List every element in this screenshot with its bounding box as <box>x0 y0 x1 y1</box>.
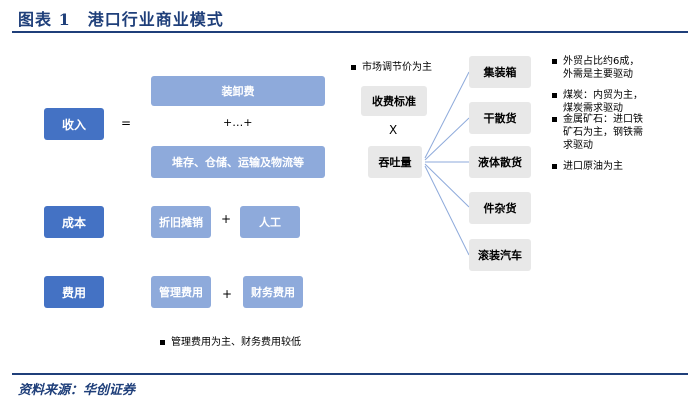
crude-oil-note: 进口原油为主 <box>552 160 623 173</box>
depreciation-box: 折旧摊销 <box>151 206 211 238</box>
figure-title: 图表 1 港口行业商业模式 <box>18 10 224 29</box>
cargo-ro-ro-box: 滚装汽车 <box>469 239 531 271</box>
connector-ro-ro <box>424 165 470 256</box>
handling-fee-box: 装卸费 <box>151 76 325 106</box>
market-price-note: 市场调节价为主 <box>351 61 432 74</box>
management-fee-box: 管理费用 <box>151 276 211 308</box>
expense-note: 管理费用为主、财务费用较低 <box>160 336 301 349</box>
plus-ellipsis: +…+ <box>223 116 253 129</box>
bullet-square-icon <box>351 65 356 70</box>
connector-dry-bulk <box>424 117 470 161</box>
cost-label: 成本 <box>44 206 104 238</box>
bullet-square-icon <box>160 340 165 345</box>
cargo-breakbulk-box: 件杂货 <box>469 192 531 224</box>
bullet-square-icon <box>552 164 557 169</box>
cargo-dry-bulk-box: 干散货 <box>469 102 531 134</box>
metal-ore-note: 金属矿石：进口铁 矿石为主，钢铁需 求驱动 <box>552 113 643 152</box>
throughput-box: 吞吐量 <box>368 146 422 178</box>
connector-containers <box>424 71 470 159</box>
fee-standard-box: 收费标准 <box>361 86 427 116</box>
finance-fee-box: 财务费用 <box>243 276 303 308</box>
bottom-rule <box>12 373 688 375</box>
expense-plus-sign: + <box>222 287 233 301</box>
bullet-square-icon <box>552 59 557 64</box>
coal-note: 煤炭：内贸为主， 煤炭需求驱动 <box>552 89 643 115</box>
revenue-label: 收入 <box>44 108 104 140</box>
equals-sign: = <box>121 116 132 130</box>
expense-label: 费用 <box>44 276 104 308</box>
containers-note: 外贸占比约6成， 外需是主要驱动 <box>552 55 639 81</box>
cargo-containers-box: 集装箱 <box>469 56 531 88</box>
bullet-square-icon <box>552 93 557 98</box>
source-note: 资料来源：华创证券 <box>18 383 136 398</box>
times-sign: X <box>389 123 398 137</box>
connector-breakbulk <box>424 163 470 208</box>
bullet-square-icon <box>552 117 557 122</box>
top-rule <box>12 31 688 33</box>
storage-logistics-box: 堆存、仓储、运输及物流等 <box>151 146 325 178</box>
cargo-liquid-bulk-box: 液体散货 <box>469 146 531 178</box>
labor-box: 人工 <box>240 206 300 238</box>
cost-plus-sign: + <box>221 212 232 226</box>
